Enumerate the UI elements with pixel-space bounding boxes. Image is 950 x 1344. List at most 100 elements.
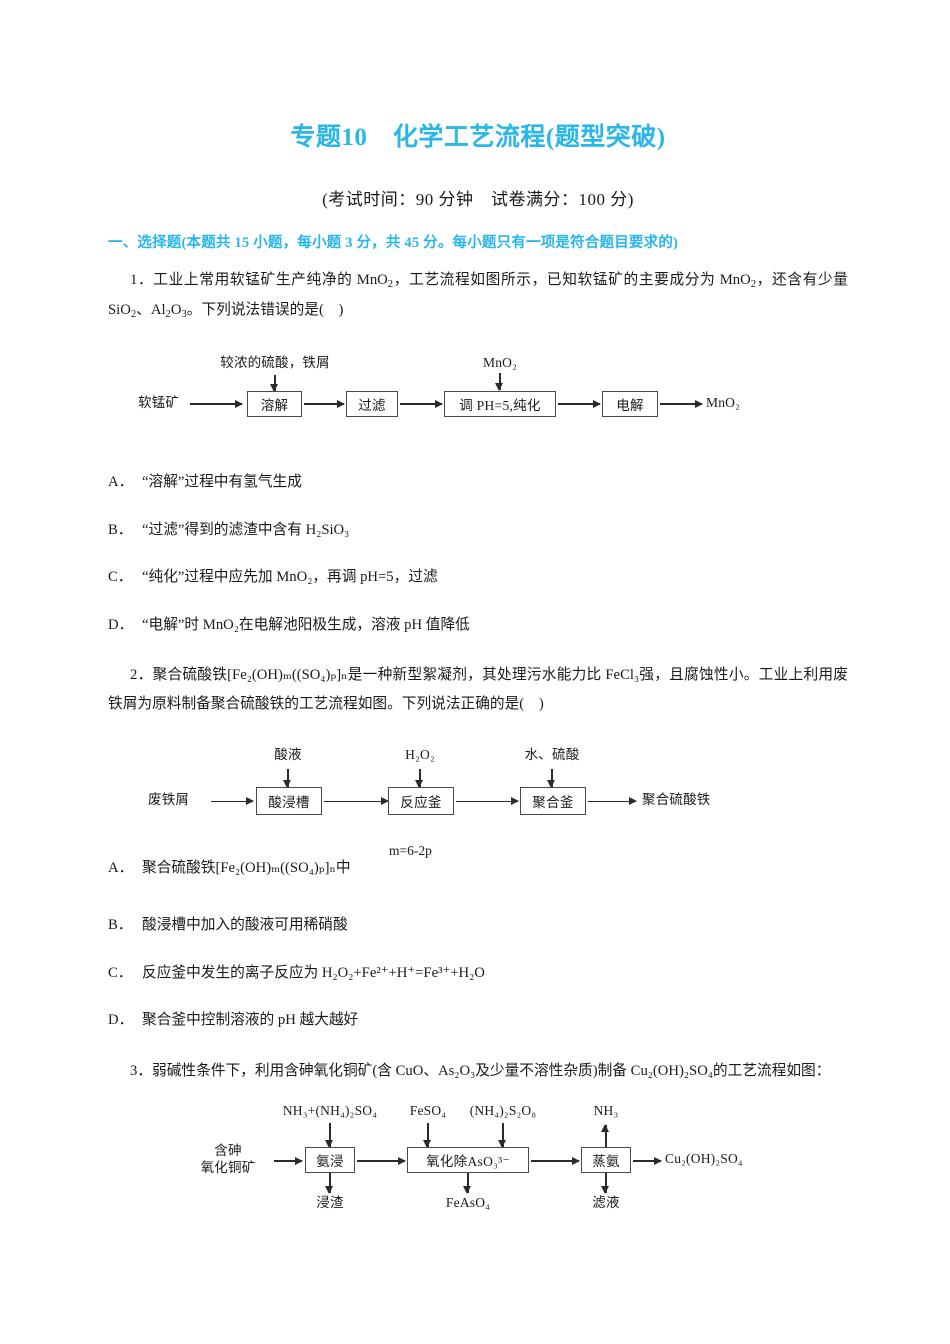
flow1-top-label-2: MnO₂	[482, 355, 518, 371]
flow1-box-electrolysis: 电解	[602, 391, 658, 418]
q2-opt-d-text: 聚合釜中控制溶液的 pH 越大越好	[142, 1012, 359, 1029]
flow2-box-acid-leach: 酸浸槽	[256, 786, 322, 815]
question-3-number: 3．	[130, 1062, 153, 1079]
q1-stem-part6: 。下列说法错误的是( )	[186, 301, 344, 318]
flow3-arrow-down-filtrate	[602, 1173, 609, 1195]
flowchart-question-1: 软锰矿 较浓的硫酸，铁屑 溶解 过滤 MnO₂ 调 PH=5,纯化 电解 MnO…	[128, 347, 828, 447]
q1-opt-d-label: D．	[108, 616, 134, 633]
q2-stem-text: 聚合硫酸铁[Fe₂(OH)ₘ((SO₄)ₚ]ₙ是一种新型絮凝剂，其处理污水能力比…	[108, 667, 848, 712]
flow2-box-reactor: 反应釜	[388, 786, 454, 815]
flow1-box-purify: 调 PH=5,纯化	[444, 391, 556, 418]
flow3-bottom-label-2: FeAsO₄	[445, 1195, 491, 1211]
question-1-option-b: B．“过滤”得到的滤渣中含有 H₂SiO₃	[108, 519, 848, 543]
flow3-box-ammonia-leach: 氨浸	[305, 1147, 355, 1174]
flow3-top-label-4: NH₃	[593, 1103, 619, 1119]
flow1-arrow-down-1	[271, 375, 278, 393]
flow3-box-oxidize-remove-arsenite: 氧化除AsO₃³⁻	[407, 1147, 529, 1174]
question-3-stem: 3．弱碱性条件下，利用含砷氧化铜矿(含 CuO、As₂O₃及少量不溶性杂质)制备…	[108, 1057, 848, 1086]
q2-opt-c-text: 反应釜中发生的离子反应为 H₂O₂+Fe²⁺+H⁺=Fe³⁺+H₂O	[142, 964, 485, 981]
flow3-arrow-down-2	[424, 1123, 431, 1149]
q1-stem-part1: 工业上常用软锰矿生产纯净的 MnO	[153, 272, 388, 288]
flow2-output-label: 聚合硫酸铁	[642, 791, 711, 807]
q1-opt-c-text: “纯化”过程中应先加 MnO₂，再调 pH=5，过滤	[142, 569, 438, 586]
q1-sub1: 2	[387, 278, 394, 290]
question-2-stem: 2．聚合硫酸铁[Fe₂(OH)ₘ((SO₄)ₚ]ₙ是一种新型絮凝剂，其处理污水能…	[108, 661, 848, 718]
q2-opt-b-text: 酸浸槽中加入的酸液可用稀硝酸	[142, 917, 348, 934]
question-1-stem: 1．工业上常用软锰矿生产纯净的 MnO2，工艺流程如图所示，已知软锰矿的主要成分…	[108, 266, 848, 325]
flow2-input-label: 废铁屑	[148, 791, 190, 807]
q3-stem-text: 弱碱性条件下，利用含砷氧化铜矿(含 CuO、As₂O₃及少量不溶性杂质)制备 C…	[152, 1062, 831, 1079]
question-2-option-a: A． 聚合硫酸铁[Fe₂(OH)ₘ((SO₄)ₚ]ₙ中	[108, 857, 848, 881]
flow3-input-line1: 含砷	[214, 1143, 242, 1159]
q1-opt-d-text: “电解”时 MnO₂在电解池阳极生成，溶液 pH 值降低	[142, 616, 470, 633]
flow3-arrow-out	[633, 1157, 662, 1164]
flow2-top-label-2: H₂O₂	[405, 746, 435, 762]
flow2-arrow-in	[211, 797, 254, 805]
flow3-top-label-3: (NH₄)₂S₂O₈	[469, 1103, 537, 1119]
flow3-arrow-2	[531, 1157, 580, 1164]
question-2-float-note: m=6-2p	[389, 842, 432, 858]
flow1-top-label-1: 较浓的硫酸，铁屑	[220, 355, 330, 371]
flow2-top-label-1: 酸液	[274, 746, 302, 762]
question-1-option-a: A．“溶解”过程中有氢气生成	[108, 471, 848, 495]
exam-meta: (考试时间：90 分钟 试卷满分：100 分)	[322, 190, 634, 209]
flow3-bottom-label-3: 滤液	[592, 1195, 620, 1211]
flow3-input-label: 含砷 氧化铜矿	[201, 1143, 256, 1177]
flowchart-question-2: 废铁屑 酸液 酸浸槽 H₂O₂ 反应釜 水、硫酸 聚合釜 聚合硫酸铁	[128, 737, 828, 847]
q1-opt-b-label: B．	[108, 521, 133, 538]
question-1-option-d: D． “电解”时 MnO₂在电解池阳极生成，溶液 pH 值降低	[108, 614, 848, 638]
flow2-arrow-2	[456, 797, 519, 805]
q1-stem-part5: O	[170, 301, 182, 318]
q2-opt-c-label: C．	[108, 964, 133, 981]
flow1-arrow-2	[400, 400, 443, 407]
flow3-bottom-label-1: 浸渣	[316, 1195, 344, 1211]
question-2-option-c: C． 反应釜中发生的离子反应为 H₂O₂+Fe²⁺+H⁺=Fe³⁺+H₂O	[108, 962, 848, 986]
q1-stem-part4: 、Al	[136, 301, 166, 318]
page-title: 专题10 化学工艺流程(题型突破)	[290, 124, 666, 151]
q2-opt-d-label: D．	[108, 1012, 134, 1029]
flow1-box-filter: 过滤	[346, 391, 398, 418]
q1-stem-part2: ，工艺流程如图所示，已知软锰矿的主要成分为 MnO	[393, 272, 751, 288]
flow2-arrow-down-1	[284, 768, 291, 788]
flow1-arrow-down-2	[496, 373, 503, 392]
flow1-arrow-3	[558, 400, 601, 407]
q2-opt-a-label: A．	[108, 859, 134, 876]
question-2-option-b: B． 酸浸槽中加入的酸液可用稀硝酸	[108, 914, 848, 938]
flow2-arrow-down-3	[548, 768, 555, 788]
section-heading: 一、选择题(本题共 15 小题，每小题 3 分，共 45 分。每小题只有一项是符…	[108, 235, 679, 251]
question-2-number: 2．	[130, 667, 153, 684]
flow3-arrow-1	[357, 1157, 406, 1164]
flow1-arrow-1	[304, 400, 345, 407]
page-content: 专题10 化学工艺流程(题型突破) (考试时间：90 分钟 试卷满分：100 分…	[108, 0, 848, 1217]
flow3-top-label-2: FeSO₄	[409, 1103, 447, 1119]
flow3-arrow-in	[274, 1157, 303, 1164]
q1-sub4: 2	[165, 308, 171, 320]
flow3-box-ammonia-distill: 蒸氨	[581, 1147, 631, 1174]
q1-sub2: 2	[750, 278, 757, 290]
flow3-arrow-down-1	[326, 1123, 333, 1149]
q1-opt-c-label: C．	[108, 569, 133, 586]
flow3-arrow-up-ammonia	[602, 1124, 609, 1148]
q1-stem-part3: ，还含有少量 SiO	[108, 272, 848, 318]
question-1-number: 1．	[130, 272, 154, 288]
flow3-top-label-1: NH₃+(NH₄)₂SO₄	[282, 1103, 378, 1119]
question-2-option-d: D． 聚合釜中控制溶液的 pH 越大越好	[108, 1009, 848, 1033]
flow3-arrow-down-feasO4	[464, 1173, 471, 1195]
q1-sub5: 3	[181, 308, 187, 320]
flow2-arrow-out	[588, 797, 637, 805]
flow2-arrow-1	[324, 797, 389, 805]
flow1-arrow-in	[190, 400, 243, 407]
q2-opt-a-text: 聚合硫酸铁[Fe₂(OH)ₘ((SO₄)ₚ]ₙ中	[142, 859, 351, 876]
flowchart-question-3: 含砷 氧化铜矿 NH₃+(NH₄)₂SO₄ 氨浸 浸渣 FeSO₄ (NH₄)₂…	[128, 1097, 828, 1217]
flow1-input-label: 软锰矿	[138, 395, 180, 411]
flow2-top-label-3: 水、硫酸	[524, 746, 580, 762]
flow3-arrow-down-3	[499, 1123, 506, 1149]
flow1-arrow-out	[660, 400, 703, 407]
q1-opt-a-text: “溶解”过程中有氢气生成	[142, 474, 302, 491]
flow1-box-dissolve: 溶解	[247, 391, 302, 418]
q1-sub3: 2	[130, 308, 137, 320]
flow1-output-label: MnO₂	[706, 395, 741, 411]
flow3-arrow-down-leach-residue	[326, 1173, 333, 1195]
q2-opt-b-label: B．	[108, 917, 133, 934]
